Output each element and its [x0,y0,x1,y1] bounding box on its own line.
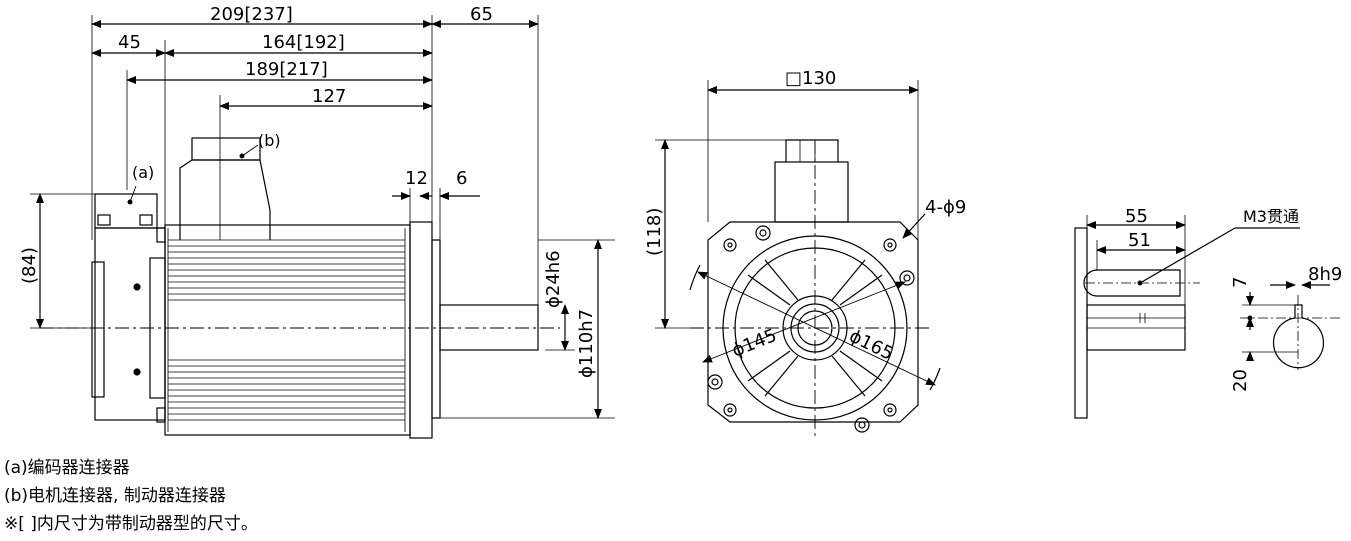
dim-spigot-diameter: ϕ110h7 [576,309,597,378]
label-power-connector: (b) [258,131,281,150]
note-encoder: (a)编码器连接器 [4,458,130,478]
dim-pcd-145: ϕ145 [729,325,780,362]
side-view [30,15,615,439]
front-view [655,80,941,440]
dim-height: (84) [19,247,40,284]
dim-pcd-165: ϕ165 [846,326,897,365]
dim-connector-position: 127 [312,86,346,107]
dim-shaft-55: 55 [1125,206,1148,227]
dim-front-height: (118) [644,208,665,256]
shaft-detail-view [1074,215,1340,419]
dim-shaft-diameter: ϕ24h6 [543,250,564,308]
dim-key-width: 8h9 [1308,264,1342,285]
label-thread: M3贯通 [1243,207,1299,226]
dim-shaft-51: 51 [1128,230,1151,251]
dim-flange-thickness: 12 [405,168,428,189]
dim-step: 6 [456,168,467,189]
dim-shaft-length: 65 [470,4,493,25]
note-motor-brake: (b)电机连接器, 制动器连接器 [4,486,226,506]
label-encoder-connector: (a) [132,163,154,182]
dim-encoder-length: 45 [118,32,141,53]
dim-key-height: 7 [1230,277,1251,288]
dim-height-20: 20 [1230,369,1251,392]
dim-body-length-2: 189[217] [245,59,328,80]
dim-mounting-holes: 4-ϕ9 [925,197,966,218]
dim-body-length: 164[192] [262,32,345,53]
notes: (a)编码器连接器 (b)电机连接器, 制动器连接器 ※[ ]内尺寸为带制动器型… [4,454,258,538]
note-bracket: ※[ ]内尺寸为带制动器型的尺寸。 [4,514,258,534]
dim-overall-length: 209[237] [210,4,293,25]
dim-flange-square: □130 [785,68,836,89]
